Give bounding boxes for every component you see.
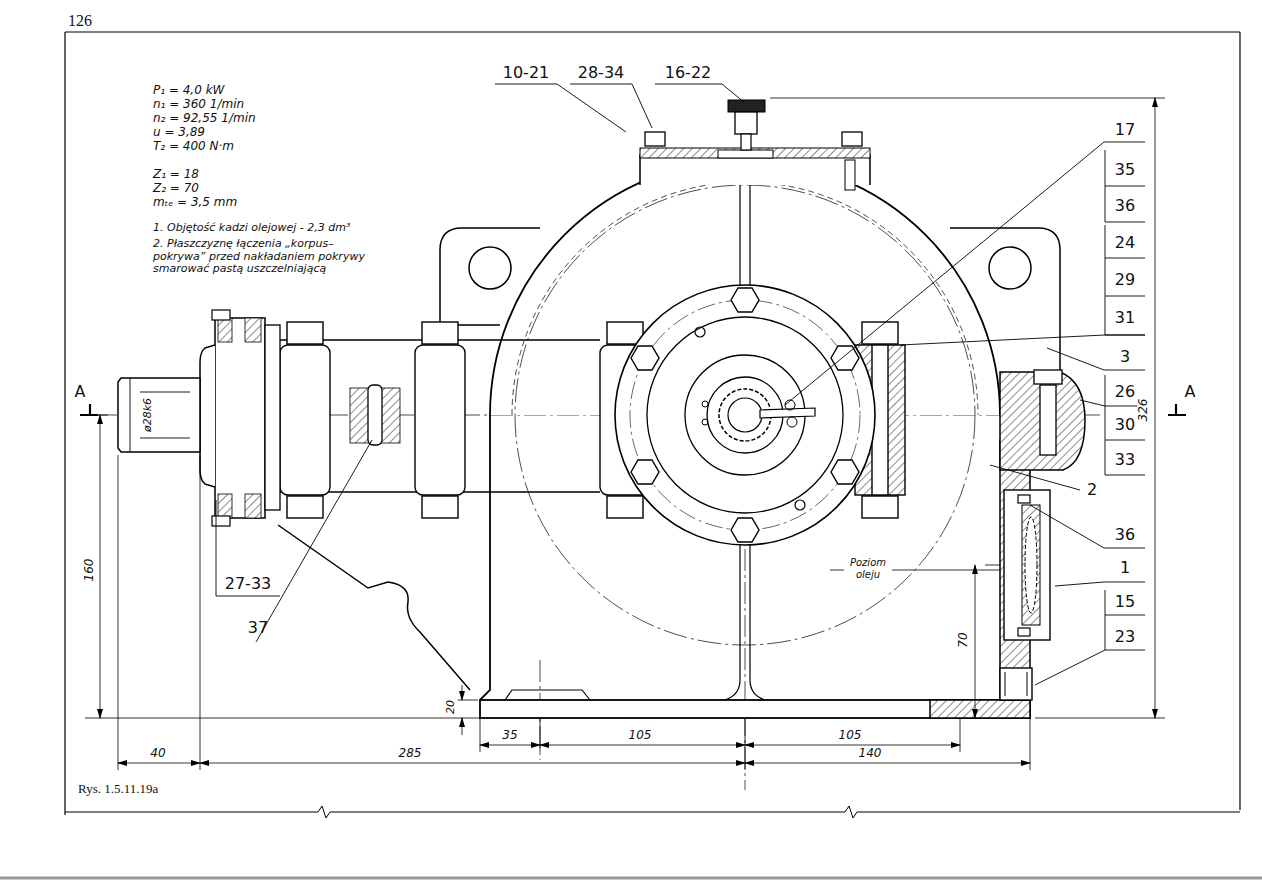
- callout-number: 33: [1115, 451, 1135, 469]
- note: 1. Objętość kadzi olejowej - 2,3 dm³: [153, 222, 350, 235]
- page-number: 126: [68, 12, 92, 30]
- dimension-value: 105: [838, 729, 863, 743]
- callout-number: 37: [248, 619, 268, 637]
- note: 2. Płaszczyznę łączenia „korpus–pokrywa”…: [153, 238, 368, 276]
- callout-number: 24: [1115, 234, 1135, 252]
- callout-number: 10-21: [503, 64, 550, 82]
- callout-number: 15: [1115, 593, 1135, 611]
- spec-line: Z₂ = 70: [153, 182, 199, 196]
- callout-number: 17: [1115, 121, 1135, 139]
- callout-number: 35: [1115, 161, 1135, 179]
- spec-line: n₂ = 92,55 1/min: [153, 112, 256, 126]
- dimension-value: 140: [858, 747, 883, 761]
- callout-number: 30: [1115, 416, 1135, 434]
- dimension-value: 326: [1137, 398, 1151, 423]
- callout-number: 16-22: [665, 64, 712, 82]
- dimension-value: ø28k6: [142, 397, 155, 433]
- spec-line: mₜₑ = 3,5 mm: [153, 196, 237, 210]
- section-marker: A: [1185, 383, 1196, 401]
- spec-line: Z₁ = 18: [153, 168, 199, 182]
- dimension-value: 285: [398, 747, 423, 761]
- callout-number: 36: [1115, 197, 1135, 215]
- figure-caption: Rys. 1.5.11.19a: [78, 782, 158, 797]
- oil-level-label: Poziom oleju: [844, 557, 892, 580]
- callout-number: 28-34: [578, 64, 625, 82]
- callout-number: 23: [1115, 628, 1135, 646]
- callout-number: 27-33: [225, 575, 272, 593]
- spec-line: u = 3,89: [153, 126, 205, 140]
- dimension-value: 40: [149, 747, 166, 761]
- callout-number: 36: [1115, 526, 1135, 544]
- dimension-value: 20: [445, 699, 458, 715]
- callout-number: 31: [1115, 309, 1135, 327]
- spec-line: T₂ = 400 N·m: [153, 140, 234, 154]
- dimension-value: 35: [501, 729, 518, 743]
- dimension-value: 70: [957, 631, 971, 648]
- callout-number: 3: [1120, 348, 1130, 366]
- callout-number: 29: [1115, 271, 1135, 289]
- callout-number: 1: [1120, 559, 1130, 577]
- dimension-value: 105: [628, 729, 653, 743]
- spec-line: n₁ = 360 1/min: [153, 98, 244, 112]
- callout-number: 2: [1087, 481, 1097, 499]
- callout-number: 26: [1115, 383, 1135, 401]
- section-marker: A: [75, 383, 86, 401]
- spec-line: P₁ = 4,0 kW: [153, 84, 224, 98]
- dimension-value: 160: [83, 558, 97, 583]
